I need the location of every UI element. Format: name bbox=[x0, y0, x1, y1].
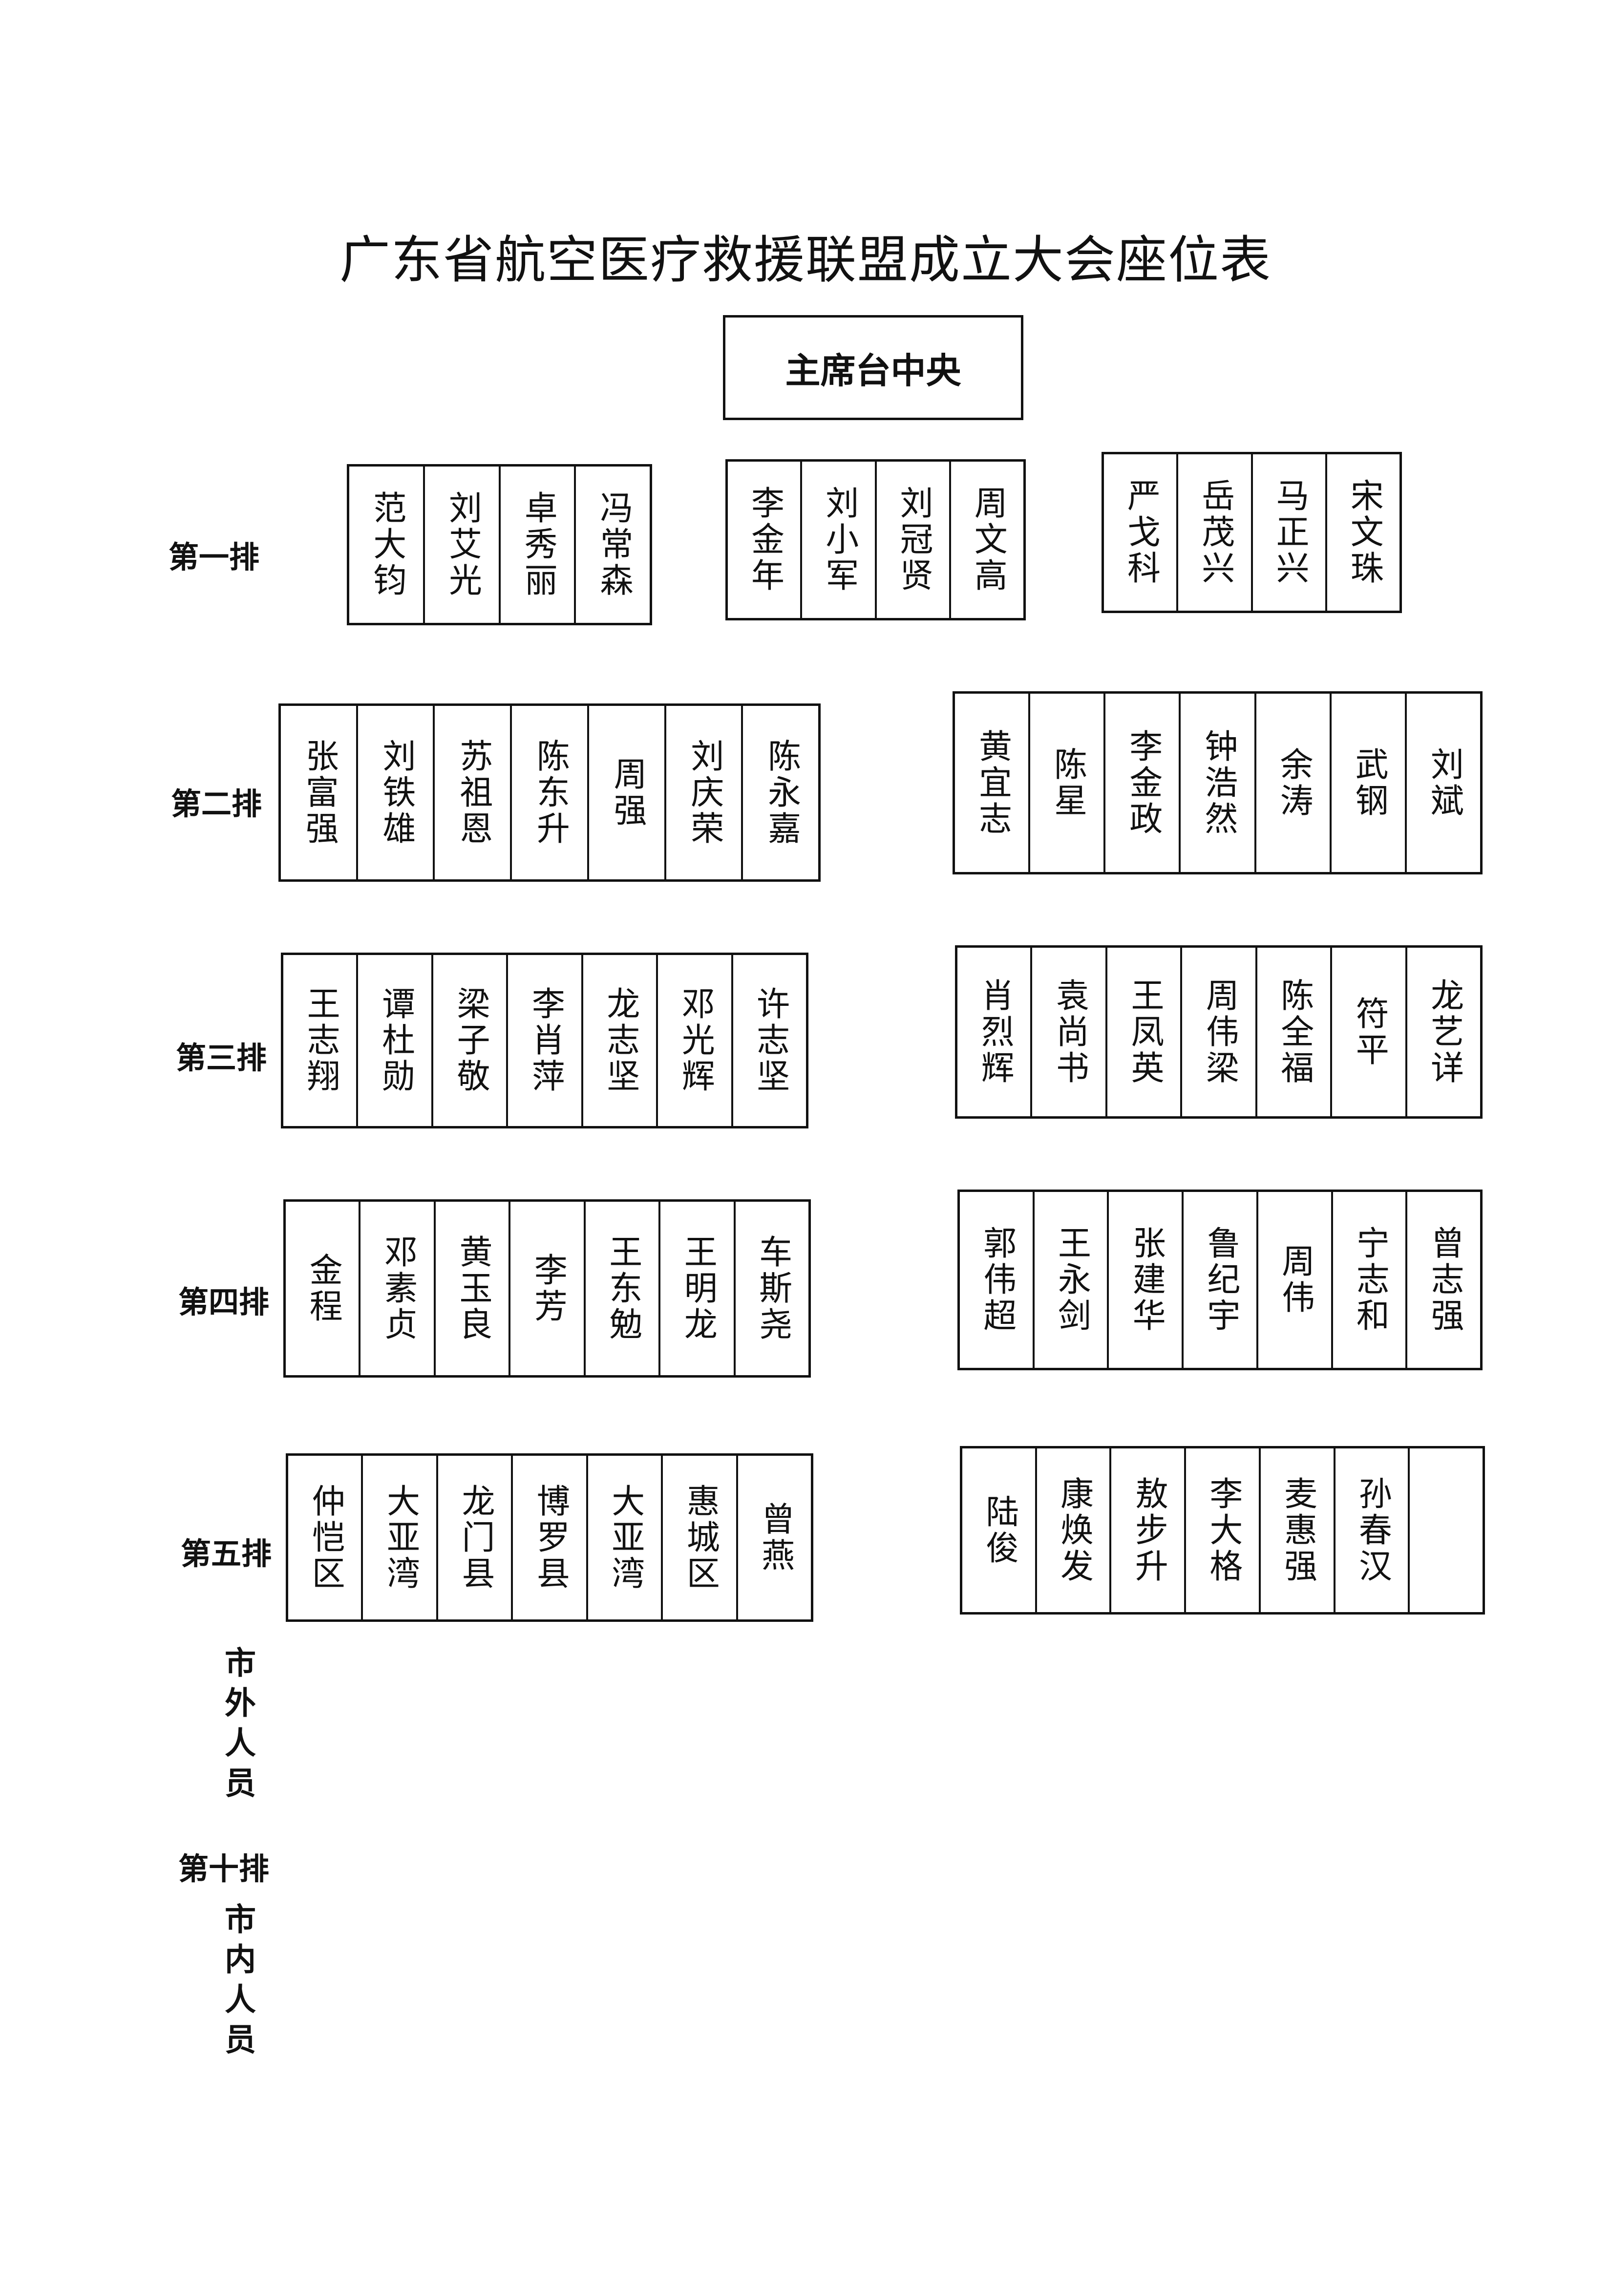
row3-group-left: 王志翔 谭杜勋 梁子敬 李肖萍 龙志坚 邓光辉 许志坚 bbox=[281, 953, 808, 1128]
seat: 岳茂兴 bbox=[1178, 454, 1253, 611]
seat: 刘斌 bbox=[1424, 746, 1463, 819]
seat: 卓秀丽 bbox=[501, 467, 576, 623]
seat: 李大格 bbox=[1186, 1448, 1261, 1612]
seat: 曾燕 bbox=[755, 1501, 794, 1574]
seat: 龙艺详 bbox=[1424, 978, 1463, 1086]
seat: 符平 bbox=[1332, 948, 1407, 1116]
seat: 宋文珠 bbox=[1344, 478, 1383, 587]
seat: 陈永嘉 bbox=[762, 738, 801, 847]
seat: 周伟梁 bbox=[1182, 948, 1257, 1116]
row1-group-left: 范大钧 刘艾光 卓秀丽 冯常森 bbox=[347, 464, 652, 625]
seat: 邓光辉 bbox=[658, 955, 733, 1126]
inside-personnel-label: 市内人员 bbox=[219, 1903, 255, 2063]
seat: 肖烈辉 bbox=[957, 948, 1033, 1116]
seat: 马正兴 bbox=[1253, 454, 1327, 611]
row-label-10: 第十排 bbox=[178, 1851, 270, 1887]
seat: 武钢 bbox=[1332, 694, 1407, 872]
seat: 大亚湾 bbox=[588, 1456, 663, 1619]
seat: 梁子敬 bbox=[433, 955, 509, 1126]
seat: 苏祖恩 bbox=[435, 706, 512, 879]
row3-group-right: 肖烈辉 袁尚书 王凤英 周伟梁 陈全福 符平 龙艺详 bbox=[955, 945, 1483, 1119]
seat: 曾志强 bbox=[1425, 1226, 1464, 1334]
row1-group-center: 李金年 刘小军 刘冠贤 周文高 bbox=[725, 459, 1026, 620]
seat: 张建华 bbox=[1109, 1192, 1184, 1368]
seat: 金程 bbox=[286, 1202, 361, 1375]
seat: 黄宜志 bbox=[955, 694, 1031, 872]
seat: 刘冠贤 bbox=[877, 462, 951, 618]
seat: 陆俊 bbox=[962, 1448, 1037, 1612]
row-label-1: 第一排 bbox=[169, 539, 260, 575]
row-label-3: 第三排 bbox=[176, 1040, 267, 1076]
seat: 郭伟超 bbox=[960, 1192, 1035, 1368]
row4-group-right: 郭伟超 王永剑 张建华 鲁纪宇 周伟 宁志和 曾志强 bbox=[957, 1190, 1483, 1370]
seat: 王永剑 bbox=[1035, 1192, 1109, 1368]
row1-group-right: 严戈科 岳茂兴 马正兴 宋文珠 bbox=[1102, 452, 1402, 613]
seat: 陈星 bbox=[1030, 694, 1106, 872]
seat: 孙春汉 bbox=[1335, 1448, 1410, 1612]
seat: 余涛 bbox=[1256, 694, 1332, 872]
seat: 谭杜勋 bbox=[358, 955, 433, 1126]
seat: 敖步升 bbox=[1111, 1448, 1187, 1612]
row5-group-left: 仲恺区 大亚湾 龙门县 博罗县 大亚湾 惠城区 曾燕 bbox=[286, 1453, 813, 1622]
seat: 钟浩然 bbox=[1181, 694, 1256, 872]
seat: 周伟 bbox=[1258, 1192, 1333, 1368]
row2-group-left: 张富强 刘铁雄 苏祖恩 陈东升 周强 刘庆荣 陈永嘉 bbox=[278, 703, 821, 882]
seat: 博罗县 bbox=[513, 1456, 588, 1619]
row-label-4: 第四排 bbox=[178, 1284, 270, 1320]
page-title: 广东省航空医疗救援联盟成立大会座位表 bbox=[339, 230, 1272, 290]
row-label-5: 第五排 bbox=[181, 1536, 272, 1572]
outside-personnel-label: 市外人员 bbox=[219, 1646, 255, 1807]
seat: 刘小军 bbox=[802, 462, 877, 618]
seat: 周强 bbox=[589, 706, 666, 879]
seat: 李芳 bbox=[510, 1202, 586, 1375]
seat: 惠城区 bbox=[663, 1456, 738, 1619]
seat: 许志坚 bbox=[750, 986, 789, 1095]
seat: 王东勉 bbox=[586, 1202, 661, 1375]
row4-group-left: 金程 邓素贞 黄玉良 李芳 王东勉 王明龙 车斯尧 bbox=[283, 1199, 811, 1378]
seat: 龙门县 bbox=[438, 1456, 513, 1619]
row5-group-right: 陆俊 康焕发 敖步升 李大格 麦惠强 孙春汉 bbox=[960, 1446, 1485, 1615]
seat: 宁志和 bbox=[1333, 1192, 1408, 1368]
seat: 冯常森 bbox=[594, 490, 633, 599]
seat: 康焕发 bbox=[1037, 1448, 1112, 1612]
seat: 鲁纪宇 bbox=[1184, 1192, 1258, 1368]
seat: 王志翔 bbox=[283, 955, 359, 1126]
seat: 车斯尧 bbox=[753, 1234, 792, 1343]
seat: 袁尚书 bbox=[1032, 948, 1107, 1116]
seat: 黄玉良 bbox=[436, 1202, 511, 1375]
seat: 刘庆荣 bbox=[666, 706, 743, 879]
seat: 王凤英 bbox=[1107, 948, 1183, 1116]
podium-center-box: 主席台中央 bbox=[723, 315, 1023, 420]
seat: 张富强 bbox=[281, 706, 358, 879]
seat: 龙志坚 bbox=[583, 955, 658, 1126]
seat: 大亚湾 bbox=[363, 1456, 438, 1619]
seat: 李金政 bbox=[1105, 694, 1181, 872]
row-label-2: 第二排 bbox=[171, 786, 262, 822]
seat: 陈全福 bbox=[1257, 948, 1333, 1116]
seat: 陈东升 bbox=[512, 706, 589, 879]
row2-group-right: 黄宜志 陈星 李金政 钟浩然 余涛 武钢 刘斌 bbox=[953, 691, 1483, 874]
seat: 李肖萍 bbox=[508, 955, 583, 1126]
seat: 严戈科 bbox=[1104, 454, 1179, 611]
seat: 仲恺区 bbox=[288, 1456, 363, 1619]
seat bbox=[1410, 1448, 1483, 1612]
seat: 范大钧 bbox=[349, 467, 425, 623]
seat: 刘艾光 bbox=[425, 467, 501, 623]
seat: 周文高 bbox=[968, 486, 1007, 594]
seat: 麦惠强 bbox=[1261, 1448, 1335, 1612]
seat: 邓素贞 bbox=[360, 1202, 436, 1375]
seat: 王明龙 bbox=[660, 1202, 736, 1375]
seat: 李金年 bbox=[728, 462, 803, 618]
seat: 刘铁雄 bbox=[358, 706, 435, 879]
